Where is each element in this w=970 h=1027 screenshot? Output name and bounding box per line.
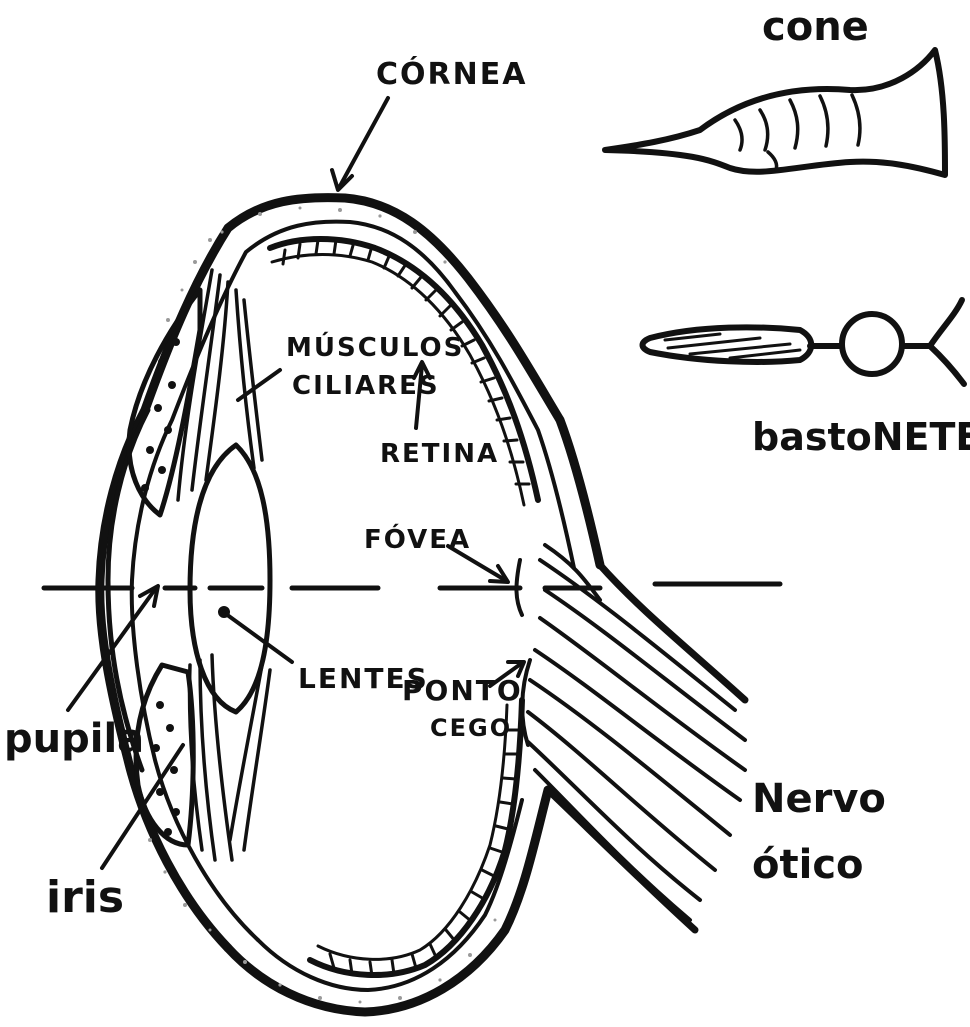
label-ponto-cego-line2: CEGO: [430, 714, 512, 742]
label-cone: cone: [762, 4, 869, 50]
label-cornea: CÓRNEA: [376, 55, 527, 92]
label-pupila: pupila: [4, 716, 144, 762]
label-fovea: FÓVEA: [364, 523, 471, 555]
optic-nerve: [528, 545, 745, 930]
cone-cell-illustration: [605, 50, 945, 175]
label-musculos-ciliares-line2: CILIARES: [292, 371, 440, 401]
label-iris: iris: [46, 872, 124, 923]
blind-spot-marker: [522, 660, 530, 745]
label-nervo-otico-line2: ótico: [752, 842, 864, 888]
label-nervo-otico-line1: Nervo: [752, 776, 886, 822]
label-musculos-ciliares-line1: MÚSCULOS: [286, 331, 464, 363]
eyeball-outer-wall: [100, 198, 600, 1012]
rod-cell-illustration: [643, 300, 965, 384]
label-ponto-cego-line1: PONTO: [402, 674, 523, 707]
lens: [190, 445, 270, 712]
label-retina: RETINA: [380, 439, 499, 469]
label-bastonete: bastoNETE: [752, 415, 970, 459]
